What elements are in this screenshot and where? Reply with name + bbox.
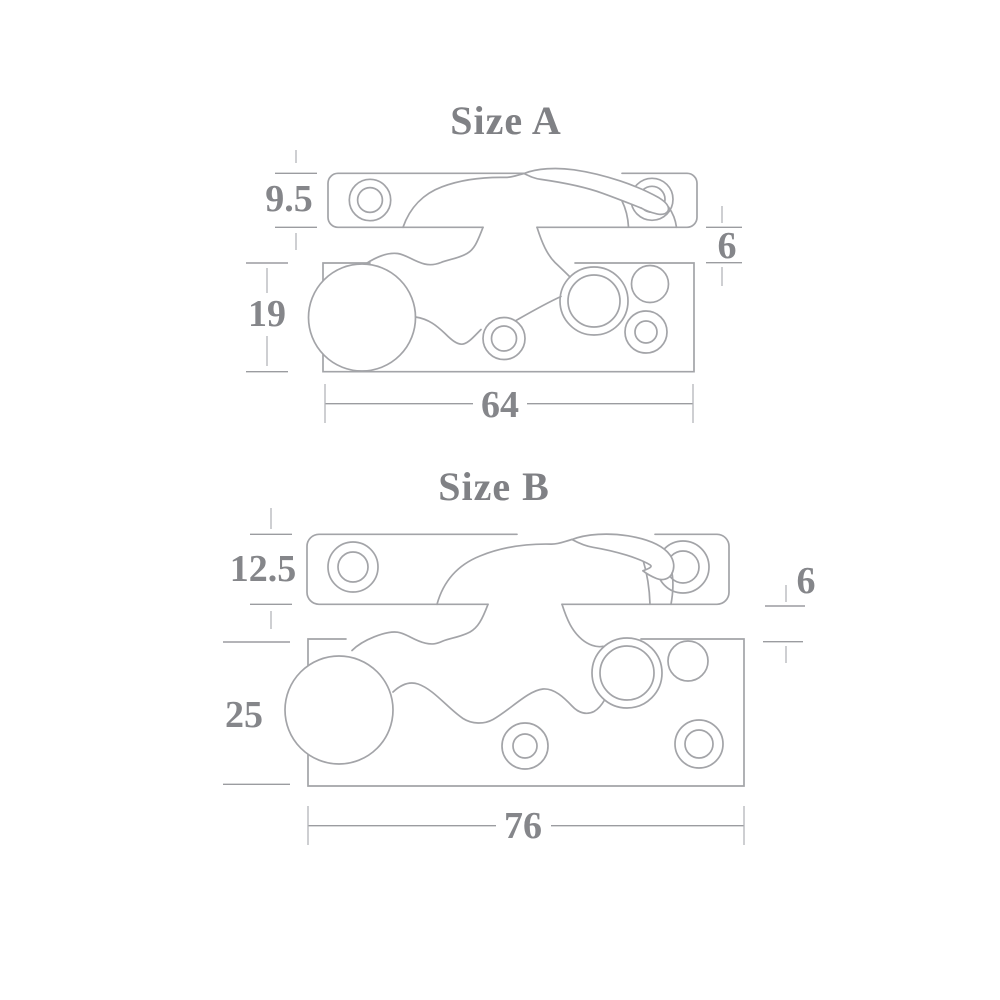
cam-arm-curve (392, 682, 606, 724)
keep-dome-left-edge (436, 538, 573, 606)
screw-hole (624, 310, 668, 354)
arm-neck-right (536, 226, 571, 278)
dim-label-gap-b: 6 (797, 560, 816, 602)
size-a-dim-gap: 6 (706, 206, 742, 286)
size-b-keep-plate (306, 533, 730, 606)
dim-label-body-height-b: 25 (225, 694, 263, 736)
cam-loop-ring (591, 637, 663, 709)
size-b-body-plate (284, 637, 745, 787)
dim-label-body-height-a: 19 (248, 293, 286, 335)
dim-label-width-b: 76 (504, 805, 542, 847)
screw-hole (501, 722, 549, 770)
size-b-dim-width: 76 (307, 805, 745, 847)
dim-label-keep-height-a: 9.5 (265, 178, 313, 220)
body-plate-outline (307, 638, 745, 787)
fastener-arm-band-fill (572, 534, 674, 580)
keep-dome-right-edge (642, 559, 651, 606)
cam-arm-curve-left (414, 316, 482, 346)
size-a-dim-keep-height: 9.5 (265, 150, 317, 250)
size-a-title: Size A (450, 98, 562, 143)
dim-label-width-a: 64 (481, 384, 519, 426)
dim-label-keep-height-b: 12.5 (230, 548, 297, 590)
size-a-keep-plate (327, 167, 698, 229)
keep-plate-outline (306, 533, 730, 606)
screw-hole (348, 178, 392, 222)
size-b-dim-gap: 6 (763, 560, 816, 663)
cam-knob (284, 655, 394, 765)
size-a-dim-body-height: 19 (246, 262, 288, 373)
screw-hole (674, 719, 724, 769)
size-a-dim-width: 64 (324, 384, 694, 426)
screw-hole (327, 541, 379, 593)
screw-hole (482, 316, 526, 361)
size-b-dim-body-height: 25 (223, 641, 290, 785)
size-b-title: Size B (438, 464, 550, 509)
body-plate-outline (322, 262, 695, 373)
pivot-circle (630, 264, 670, 304)
size-b-dim-keep-height: 12.5 (230, 508, 297, 629)
arm-band-right-edge (670, 572, 674, 606)
keep-plate-outline (327, 172, 698, 229)
size-a-body-plate (307, 262, 695, 373)
arm-band-top-edge (571, 533, 675, 581)
size-b-figure: Size B (223, 464, 816, 847)
arm-band-right-edge (667, 206, 678, 229)
size-a-figure: Size A (246, 98, 742, 426)
cam-arm-curve-right (515, 295, 562, 322)
pivot-circle (667, 640, 709, 682)
arm-neck-right (561, 603, 604, 648)
keep-dome-right-edge (621, 200, 630, 228)
dim-label-gap-a: 6 (718, 225, 737, 267)
arm-band-inner-edge (523, 172, 643, 210)
arm-neck-left (351, 603, 489, 652)
arm-band-top-edge (523, 167, 670, 216)
fastener-arm-band-fill (524, 168, 669, 215)
cam-knob (307, 263, 417, 372)
arm-neck-left (364, 226, 484, 266)
cam-loop-ring (559, 266, 629, 336)
keep-dome-left-edge (402, 172, 525, 229)
arm-band-inner-edge (571, 538, 652, 572)
